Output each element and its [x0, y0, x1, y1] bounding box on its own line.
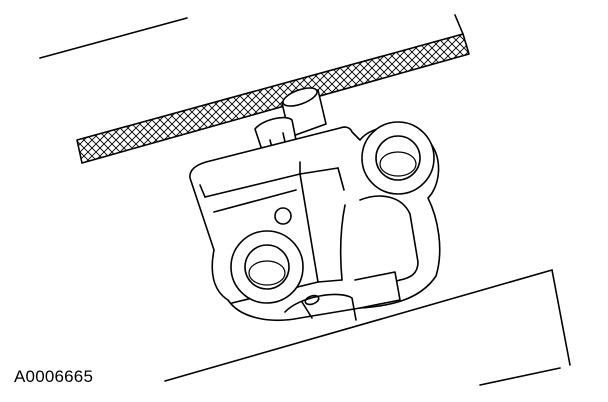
- upper-mounting-boss: [361, 121, 435, 195]
- lower-block-outline: [164, 269, 571, 386]
- figure-reference-code: A0006665: [14, 367, 94, 386]
- gasket-strip: [76, 33, 470, 164]
- upper-block-outline: [39, 14, 464, 59]
- lower-mounting-boss: [230, 230, 304, 304]
